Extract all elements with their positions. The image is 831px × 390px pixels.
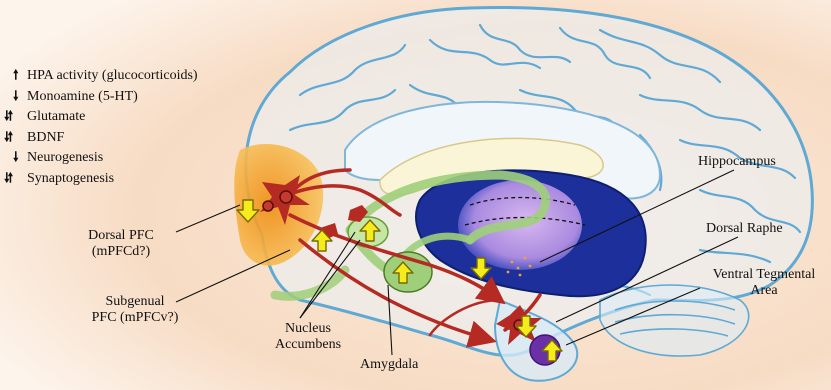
legend-item-glutamate: 🠗🠕Glutamate [4,107,198,128]
label-line: Area [700,283,828,299]
arrow-down-up-icon: 🠗🠕 [4,128,27,149]
legend-item-synaptogenesis: 🠗🠕Synaptogenesis [4,169,198,190]
arrow-down-icon: 🠗 [13,148,27,169]
legend-item-neurogenesis: 🠗Neurogenesis [4,148,198,169]
label-line: Subgenual [80,294,190,310]
label-line: Dorsal PFC [66,228,176,244]
legend-label: Neurogenesis [27,150,103,165]
label-line: Nucleus [258,321,358,337]
legend-label: Glutamate [27,109,85,124]
legend-label: Monoamine (5-HT) [27,89,138,104]
legend: 🠕HPA activity (glucocorticoids) 🠗Monoami… [4,66,198,189]
arrow-down-up-icon: 🠗🠕 [4,107,27,128]
legend-label: BDNF [27,130,64,145]
legend-item-hpa: 🠕HPA activity (glucocorticoids) [4,66,198,87]
arrow-up-icon: 🠕 [13,66,27,87]
label-subgenual-pfc: Subgenual PFC (mPFCv?) [80,294,190,326]
label-dorsal-pfc: Dorsal PFC (mPFCd?) [66,228,176,260]
legend-item-bdnf: 🠗🠕BDNF [4,128,198,149]
arrow-down-icon: 🠗 [13,87,27,108]
label-amygdala: Amygdala [360,357,418,373]
arrow-down-up-icon: 🠗🠕 [4,169,27,190]
label-line: Accumbens [258,337,358,353]
legend-item-monoamine: 🠗Monoamine (5-HT) [4,87,198,108]
label-hippocampus: Hippocampus [698,154,776,170]
legend-label: Synaptogenesis [27,171,114,186]
label-nucleus-accumbens: Nucleus Accumbens [258,321,358,353]
label-line: Ventral Tegmental [700,267,828,283]
label-vta: Ventral Tegmental Area [700,267,828,299]
legend-label: HPA activity (glucocorticoids) [27,68,198,83]
label-line: PFC (mPFCv?) [80,310,190,326]
label-line: (mPFCd?) [66,244,176,260]
label-dorsal-raphe: Dorsal Raphe [706,221,783,237]
